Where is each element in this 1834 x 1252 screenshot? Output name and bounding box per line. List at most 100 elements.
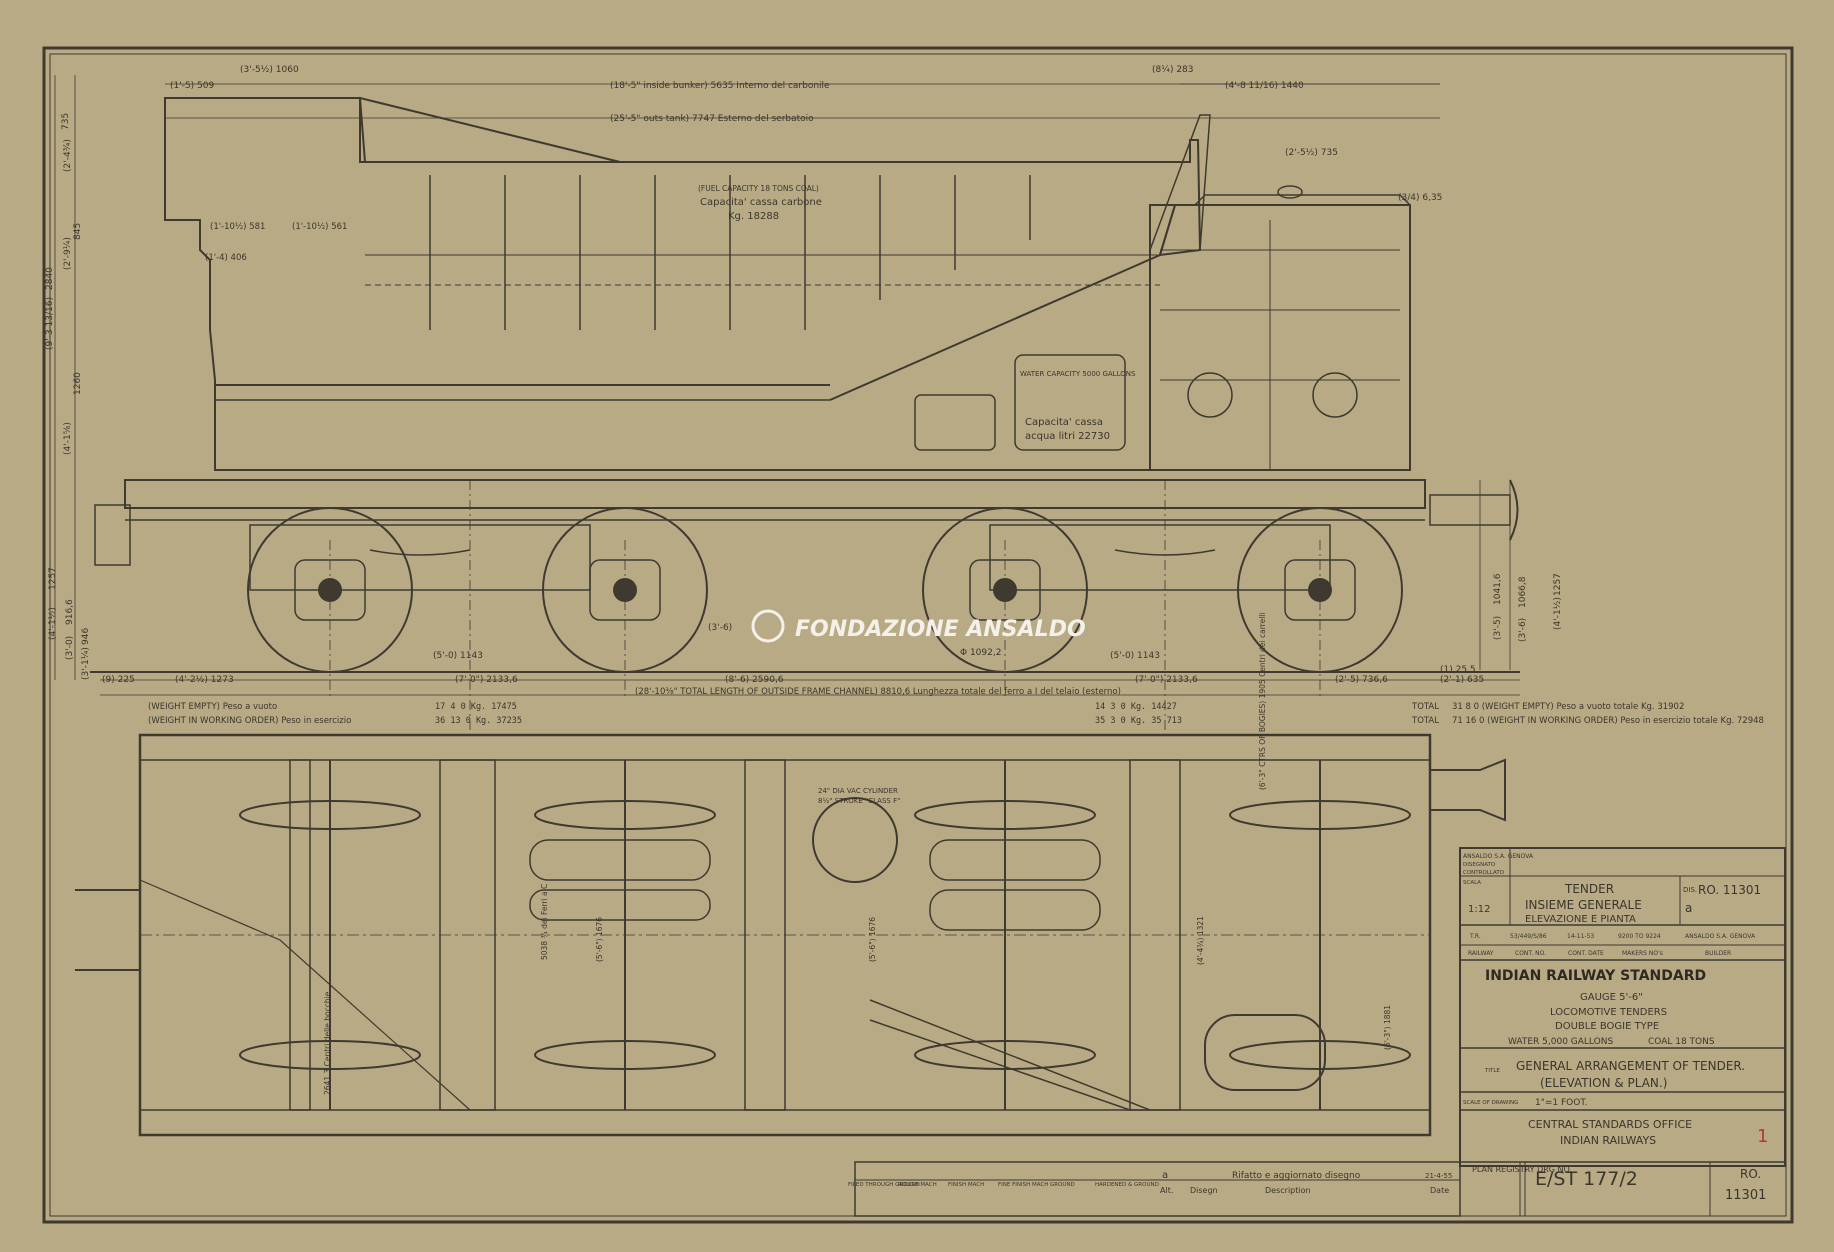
water-capacity: WATER CAPACITY 5000 GALLONS: [1020, 370, 1136, 378]
tank-panel: [914, 394, 996, 451]
dimension-lines: [54, 75, 1520, 696]
tb-val-builder: ANSALDO S.A. GENOVA: [1685, 933, 1756, 940]
dim-left-4: (2'-9¼): [63, 237, 73, 270]
tb-val-contno: 53/449/S/86: [1510, 933, 1547, 940]
rev-alt-label: Alt.: [1160, 1186, 1173, 1195]
dim-left-10: (4'-1½): [48, 607, 58, 640]
finish-symbol-5: GROUND: [1050, 1182, 1075, 1188]
tb-lbl-contno: CONT. NO.: [1515, 950, 1546, 957]
tb-coal: COAL 18 TONS: [1648, 1037, 1715, 1047]
dim-bottom-3: (7'-0") 2133,6: [455, 675, 518, 685]
dim-top-9: (1'-10½) 561: [292, 222, 347, 232]
finish-symbol-2: ROUGH MACH: [898, 1182, 937, 1188]
tb-revision: a: [1685, 901, 1692, 915]
dim-left-13: 916,6: [65, 599, 75, 625]
left-dims: 735 (2'-4¾) 845 (2'-9¼) 2840 (9'-3 13/16…: [45, 113, 91, 680]
finish-symbol-1: FILED THROUGH GROUND: [848, 1182, 920, 1188]
plan-note-3: (5'-6") 1676: [595, 917, 604, 962]
ansaldo-logo-icon: [751, 609, 785, 643]
dim-top-2: (3'-5½) 1060: [240, 65, 299, 75]
watermark-text: FONDAZIONE ANSALDO: [795, 617, 1086, 642]
dim-left-9: 1257: [48, 567, 58, 590]
tb-title-2: INSIEME GENERALE: [1525, 898, 1642, 912]
dim-right-6: (4'-1½): [1553, 597, 1563, 630]
dim-bottom-1: (9) 225: [102, 675, 135, 685]
weight-empty-label: (WEIGHT EMPTY) Peso a vuoto: [148, 702, 277, 712]
dim-top-5: (8¼) 283: [1152, 65, 1194, 75]
dim-left-8: (4'-1⅝): [63, 422, 73, 455]
dim-left-2: (2'-4¾): [63, 139, 73, 172]
tb-val-railway: T.R.: [1469, 933, 1481, 940]
dim-bottom-7: (2'-1) 635: [1440, 675, 1484, 685]
total-working: 71 16 0 (WEIGHT IN WORKING ORDER) Peso i…: [1452, 716, 1764, 726]
filler-cap: [1277, 185, 1303, 199]
tank-outlet: [1204, 1014, 1326, 1091]
tb-main-title-2: (ELEVATION & PLAN.): [1540, 1076, 1667, 1090]
dim-left-6: (9'-3 13/16): [45, 297, 55, 350]
rev-entry: Rifatto e aggiornato disegno: [1232, 1171, 1361, 1181]
tb-lbl-contdate: CONT. DATE: [1568, 950, 1604, 957]
tb-scale: 1:12: [1468, 904, 1490, 915]
underframe: [124, 479, 1426, 509]
title-block: [854, 847, 1786, 1217]
cylinder-note-2: 8½" STROKE "CLASS F": [818, 797, 900, 805]
tb-checked: CONTROLLATO: [1463, 870, 1505, 876]
tb-title-1: TENDER: [1564, 882, 1614, 896]
centerlines: [329, 480, 1321, 740]
elevation-view: [54, 75, 1520, 740]
finish-symbols: FILED THROUGH GROUND ROUGH MACH FINISH M…: [848, 1182, 1159, 1188]
tb-drawing-no-label: DIS.: [1683, 886, 1697, 894]
total-empty: 31 8 0 (WEIGHT EMPTY) Peso a vuoto total…: [1452, 702, 1684, 712]
dim-bottom-5: (7'-0") 2133,6: [1135, 675, 1198, 685]
tb-lbl-makers: MAKERS NO's: [1622, 950, 1663, 957]
tb-company: ANSALDO S.A. GENOVA: [1463, 853, 1534, 860]
tb-type-2: DOUBLE BOGIE TYPE: [1555, 1021, 1659, 1032]
right-dims: 1041,6 (3'-5) 1066,8 (3'-6) 1257 (4'-1½)…: [1398, 193, 1563, 642]
dim-left-3: 845: [73, 223, 83, 240]
cylinder-note: 24" DIA VAC CYLINDER: [818, 787, 898, 795]
tb-main-title-1: GENERAL ARRANGEMENT OF TENDER.: [1516, 1059, 1745, 1073]
coal-capacity-value: Kg. 18288: [728, 211, 779, 222]
wheel-diameter-imperial: (3'-6): [708, 623, 732, 633]
tb-type-1: LOCOMOTIVE TENDERS: [1550, 1007, 1667, 1018]
dim-right-3: 1066,8: [1518, 576, 1528, 608]
tb-scale-label: SCALA: [1463, 880, 1481, 886]
tb-water: WATER 5,000 GALLONS: [1508, 1037, 1613, 1047]
dim-bottom-8: (1) 25,5: [1440, 665, 1476, 675]
watermark: FONDAZIONE ANSALDO: [751, 609, 1086, 643]
dim-top-3: (18'-5" inside bunker) 5635 Interno del …: [610, 81, 830, 91]
tb-drawn: DISEGNATO: [1463, 862, 1496, 868]
tb-office-1: CENTRAL STANDARDS OFFICE: [1528, 1118, 1692, 1131]
dim-left-14: (3'-0): [65, 636, 75, 660]
bottom-dims: (9) 225 (4'-2½) 1273 (7'-0") 2133,6 (8'-…: [102, 665, 1484, 685]
tb-lbl-railway: RAILWAY: [1468, 950, 1494, 957]
finish-symbol-4: FINE FINISH MACH: [998, 1182, 1048, 1188]
dim-bottom-2: (4'-2½) 1273: [175, 675, 234, 685]
total-length: (28'-10⅜" TOTAL LENGTH OF OUTSIDE FRAME …: [635, 687, 1121, 697]
tb-contract-row: T.R. 53/449/S/86 14-11-53 9200 TO 9224 A…: [1468, 933, 1756, 957]
dim-bottom-6: (2'-5) 736,6: [1335, 675, 1388, 685]
vacuum-cylinder: [812, 797, 898, 883]
tb-plan-registry: PLAN REGISTRY DRG NO.: [1472, 1165, 1572, 1174]
fuel-capacity: (FUEL CAPACITY 18 TONS COAL): [698, 184, 819, 193]
tb-registry-no: E/ST 177/2: [1535, 1168, 1638, 1190]
plan-note-1: (6'-3" CTRS OF BOGIES) 1905 Centri dei c…: [1258, 613, 1267, 790]
tb-standard: INDIAN RAILWAY STANDARD: [1485, 968, 1706, 984]
tank-manhole-right: [1312, 372, 1358, 418]
weight-right-working: 35 3 0 Kg. 35 713: [1095, 716, 1182, 726]
wheel-diameter: Φ 1092,2: [960, 648, 1001, 658]
total-label-working: TOTAL: [1411, 716, 1439, 726]
tank-top: [1194, 194, 1411, 206]
dim-left-11: 946: [81, 628, 91, 645]
rev-date-label: Date: [1430, 1186, 1449, 1195]
plan-view: [75, 733, 1506, 1137]
tb-lbl-builder: BUILDER: [1705, 950, 1731, 957]
plan-note-2: 5038 ¾ dei Ferri a C: [540, 884, 549, 960]
tb-val-makers: 9200 TO 9224: [1618, 933, 1661, 940]
finish-symbol-3: FINISH MACH: [948, 1182, 984, 1188]
rev-entry-date: 21-4-55: [1425, 1172, 1452, 1180]
bunker-stiffeners: [429, 175, 1031, 330]
tb-ro: RO.: [1740, 1167, 1761, 1181]
